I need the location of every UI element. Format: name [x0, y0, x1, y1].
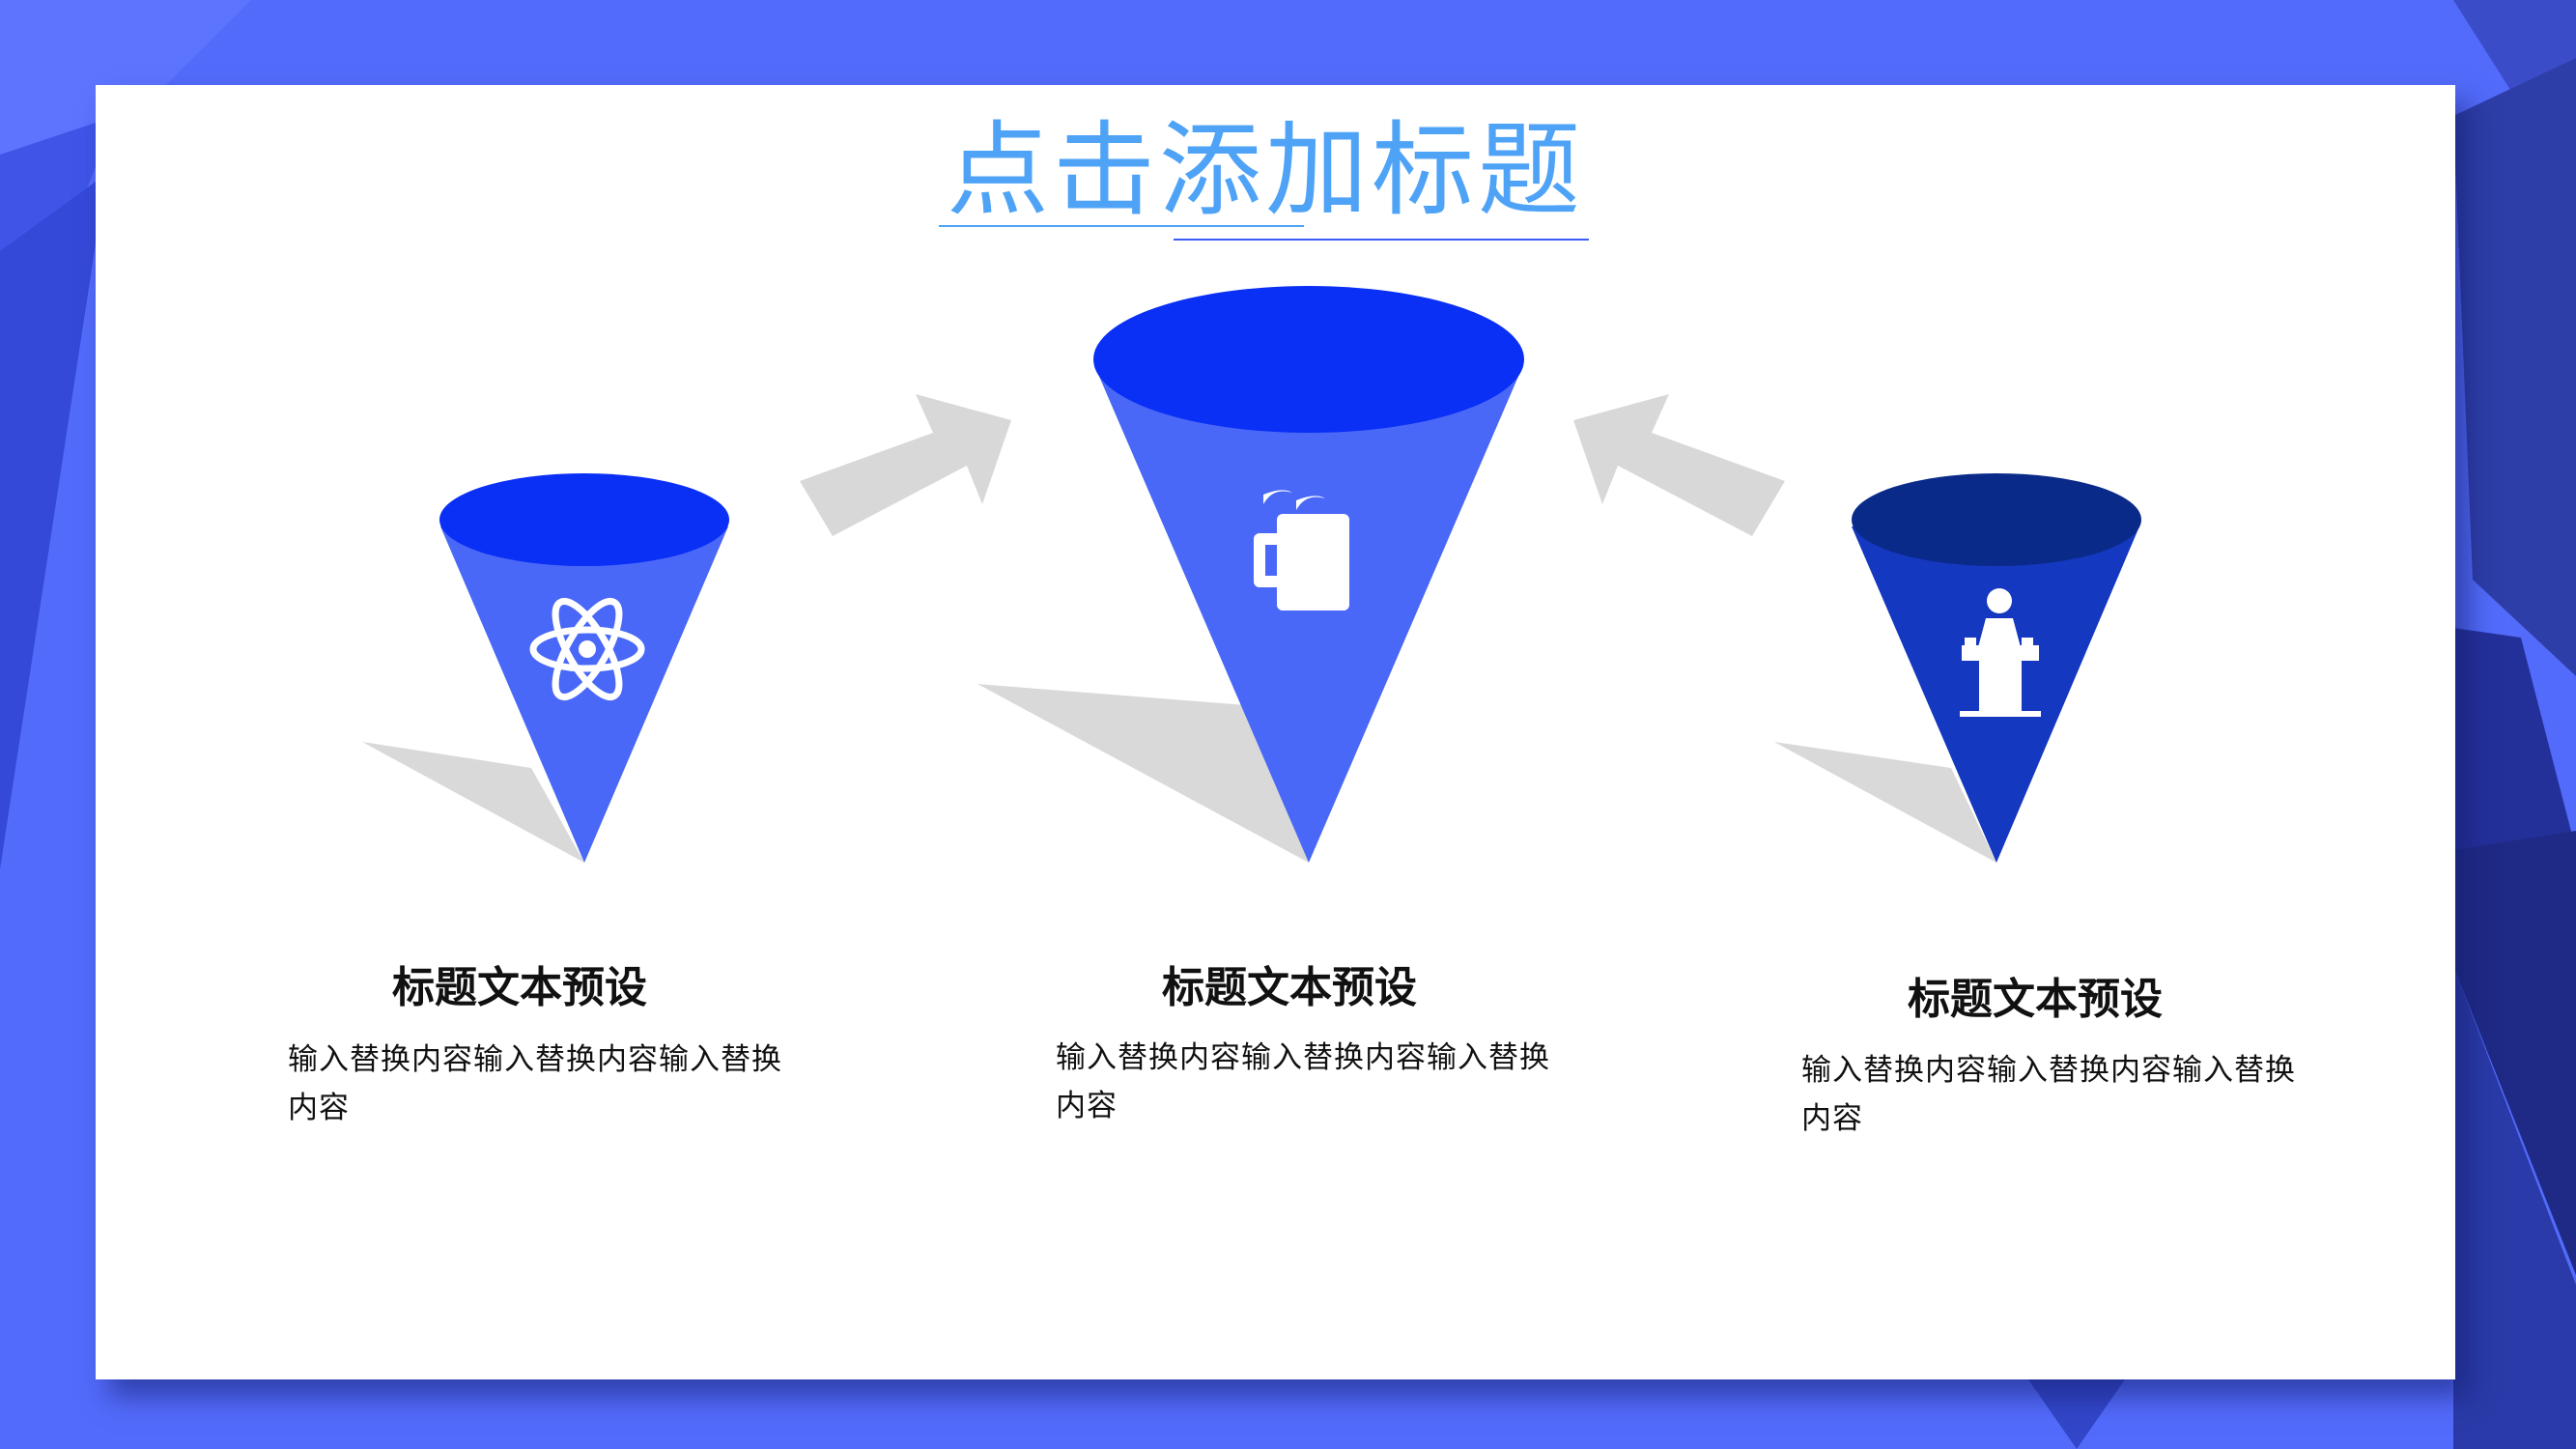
arrow-left-icon	[1573, 394, 1785, 536]
page-title: 点击添加标题	[947, 111, 1584, 230]
cone-left	[439, 473, 729, 863]
cone-shadow-center	[977, 684, 1309, 863]
item-desc-2: 输入替换内容输入替换内容输入替换内容	[1056, 1040, 1550, 1123]
atom-icon	[529, 597, 645, 701]
cone-center	[1093, 286, 1524, 863]
item-title-1: 标题文本预设	[392, 963, 647, 1012]
item-title-2: 标题文本预设	[1162, 963, 1417, 1012]
cone-shadow-left	[362, 742, 584, 863]
item-desc-1: 输入替换内容输入替换内容输入替换内容	[288, 1042, 782, 1125]
arrow-right-icon	[800, 394, 1011, 536]
item-title-3: 标题文本预设	[1908, 975, 2163, 1024]
speaker-podium-icon	[1960, 588, 2041, 717]
mug-icon	[1254, 490, 1349, 611]
item-desc-3: 输入替换内容输入替换内容输入替换内容	[1801, 1053, 2296, 1136]
cone-shadow-right	[1774, 742, 1996, 863]
